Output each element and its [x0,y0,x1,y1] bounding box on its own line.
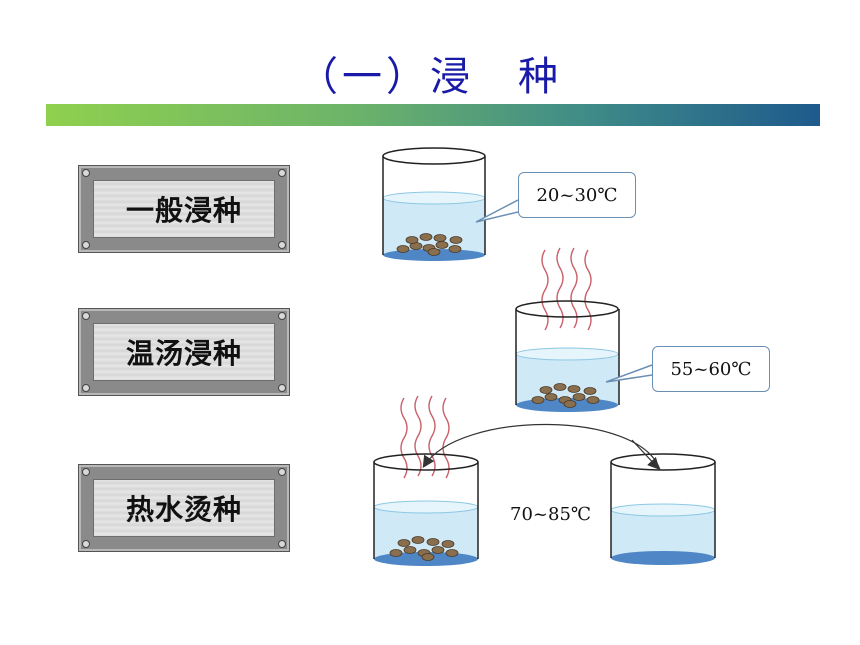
rivet-icon [278,384,286,392]
transfer-arrow-icon [422,423,661,471]
method-label: 一般浸种 [125,194,242,227]
temp-callout-general: 20~30℃ [518,172,636,218]
rivet-icon [82,540,90,548]
title-gradient-bar [46,104,820,126]
rivet-icon [82,169,90,177]
rivet-icon [82,241,90,249]
method-plate-hot: 热水烫种 [78,464,290,552]
rivet-icon [278,169,286,177]
rivet-icon [82,312,90,320]
method-label: 热水烫种 [125,493,242,526]
rivet-icon [82,468,90,476]
temp-callout-warm: 55~60℃ [652,346,770,392]
temp-label: 20~30℃ [536,184,618,206]
beaker-hot-icon [373,395,479,566]
rivet-icon [278,312,286,320]
method-plate-warm: 温汤浸种 [78,308,290,396]
temp-label-hot: 70~85℃ [510,504,592,525]
method-label: 温汤浸种 [125,337,242,370]
rivet-icon [278,540,286,548]
beaker-general-icon [382,147,486,261]
steam-icon [400,395,450,479]
method-plate-general: 一般浸种 [78,165,290,253]
rivet-icon [278,241,286,249]
page-title: （一）浸 种 [298,54,562,100]
rivet-icon [278,468,286,476]
rivet-icon [82,384,90,392]
temp-label: 55~60℃ [670,358,752,380]
transfer-arrow-head-icon [631,439,660,470]
beaker-hot-water-icon [610,453,716,565]
beaker-warm-icon [515,247,620,412]
